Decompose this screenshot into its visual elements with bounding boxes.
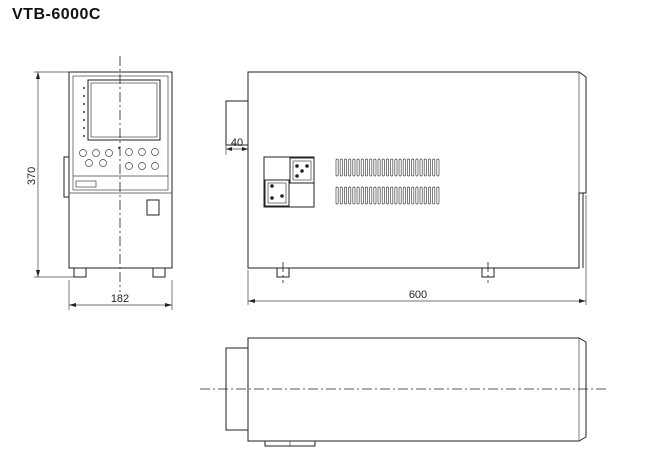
vent-slot	[394, 158, 398, 177]
side-view: 40 600	[225, 71, 587, 305]
vent-slot	[352, 186, 356, 205]
top-view	[200, 337, 606, 447]
vent-slot	[373, 158, 377, 177]
front-foot-right	[152, 267, 166, 278]
vent-slot	[407, 186, 410, 205]
vent-slot	[386, 186, 389, 205]
label-slot	[75, 180, 97, 188]
front-panel	[72, 75, 169, 191]
vent-slot	[335, 158, 339, 177]
vent-slot	[339, 158, 343, 177]
rear-connector	[225, 100, 249, 146]
indicator-dots	[83, 87, 85, 137]
vent-slot	[407, 158, 410, 177]
vent-slot	[344, 158, 347, 177]
side-handle	[63, 156, 70, 198]
width-dimension-label: 182	[111, 293, 129, 305]
display-screen	[87, 79, 161, 141]
vent-slot	[423, 186, 427, 205]
vent-slot	[398, 158, 402, 177]
model-title: VTB-6000C	[12, 6, 101, 23]
vent-slot	[381, 186, 385, 205]
vent-slot	[398, 186, 402, 205]
vent-slot	[390, 186, 394, 205]
vent-slot	[419, 158, 423, 177]
vent-slot	[436, 186, 440, 205]
vent-slot	[415, 158, 419, 177]
vent-slot	[390, 158, 394, 177]
front-knobs	[79, 147, 159, 170]
vent-slot	[369, 158, 373, 177]
length-dimension-label: 600	[409, 289, 427, 301]
vent-slot	[356, 186, 360, 205]
front-body-outline	[68, 71, 173, 269]
vent-slot	[356, 158, 360, 177]
front-foot-left	[73, 267, 87, 278]
vent-slot	[428, 158, 431, 177]
front-port	[146, 199, 160, 216]
vent-slot	[348, 186, 352, 205]
display-screen-inner	[90, 82, 158, 138]
vent-slot	[365, 158, 368, 177]
vent-slot	[365, 186, 368, 205]
vent-slot	[344, 186, 347, 205]
vent-slot	[339, 186, 343, 205]
vent-slots-lower	[335, 186, 440, 205]
front-view: 370 182	[26, 56, 173, 310]
vent-slot	[369, 186, 373, 205]
top-body-outline	[247, 337, 587, 442]
vent-slot	[411, 158, 415, 177]
vent-slot	[419, 186, 423, 205]
vent-slot	[402, 158, 406, 177]
height-dimension-label: 370	[26, 167, 38, 185]
depth-offset-label: 40	[231, 137, 243, 149]
vent-slots-upper	[335, 158, 440, 177]
vent-slot	[428, 186, 431, 205]
vent-slot	[423, 158, 427, 177]
vent-slot	[373, 186, 377, 205]
vent-slot	[402, 186, 406, 205]
vent-slot	[432, 158, 436, 177]
vent-slot	[360, 158, 364, 177]
vent-slot	[411, 186, 415, 205]
vent-slot	[386, 158, 389, 177]
vent-slot	[381, 158, 385, 177]
vent-slot	[335, 186, 339, 205]
vent-slot	[415, 186, 419, 205]
vent-slot	[352, 158, 356, 177]
vent-slot	[377, 158, 381, 177]
vent-slot	[432, 186, 436, 205]
vent-slot	[377, 186, 381, 205]
vent-slot	[360, 186, 364, 205]
vent-slot	[394, 186, 398, 205]
connector-lower	[264, 179, 290, 207]
vent-slot	[348, 158, 352, 177]
vent-slot	[436, 158, 440, 177]
